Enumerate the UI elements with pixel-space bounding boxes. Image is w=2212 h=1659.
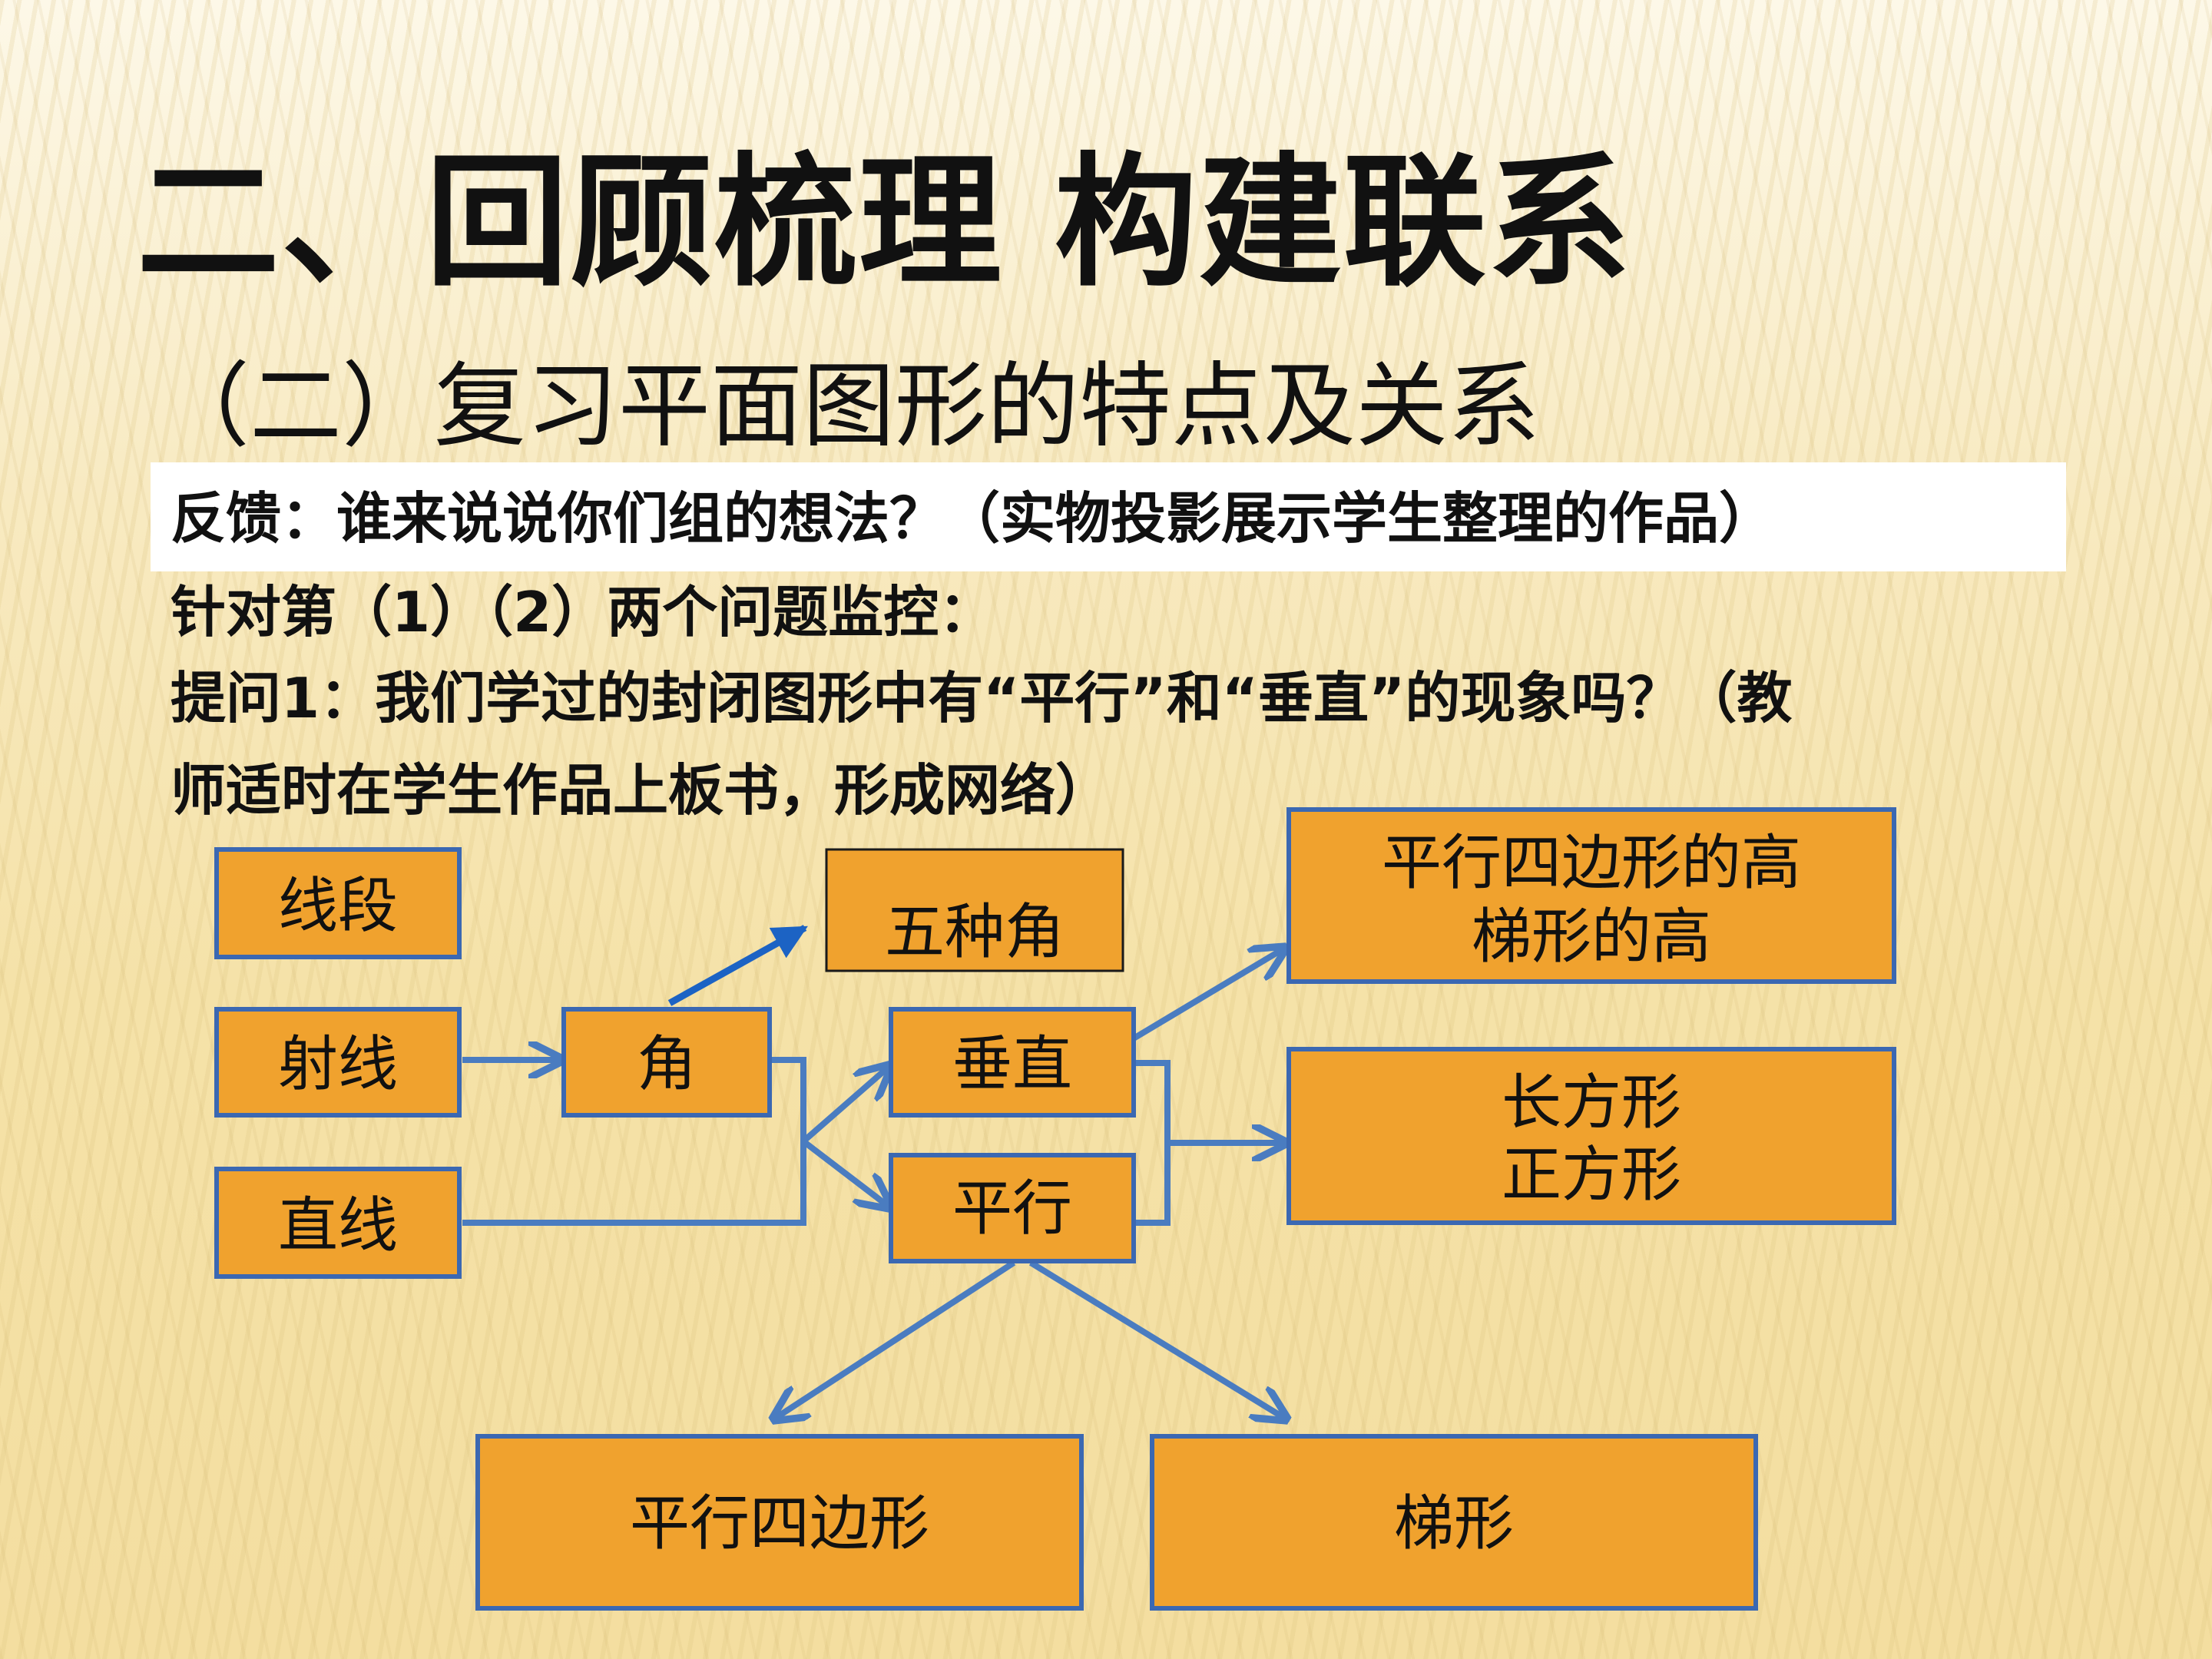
section-subtitle: （二）复习平面图形的特点及关系 xyxy=(157,353,1540,460)
question1-text: 提问1：我们学过的封闭图形中有“平行”和“垂直”的现象吗？（教 xyxy=(171,666,1793,730)
node-ray-label: 射线 xyxy=(278,1030,398,1099)
arrow-parallel-to-parallelogram xyxy=(776,1260,1016,1418)
node-segment-label: 线段 xyxy=(278,872,398,941)
node-heights-label-1: 平行四边形的高 xyxy=(1382,829,1801,898)
node-heights: 平行四边形的高 梯形的高 xyxy=(1286,807,1896,984)
feedback-text: 反馈：谁来说说你们组的想法？（实物投影展示学生整理的作品） xyxy=(171,486,1775,551)
node-perpendicular-label: 垂直 xyxy=(952,1030,1072,1099)
connectors xyxy=(462,925,1284,1418)
arrow-to-parallel xyxy=(801,1138,888,1206)
arrow-angle-to-five-angles xyxy=(667,925,808,1006)
node-heights-label-2: 梯形的高 xyxy=(1472,902,1711,972)
node-parallel: 平行 xyxy=(889,1153,1136,1263)
node-trapezoid-label: 梯形 xyxy=(1394,1489,1514,1558)
node-perpendicular: 垂直 xyxy=(889,1007,1136,1118)
question1-continued-text: 师适时在学生作品上板书，形成网络） xyxy=(171,758,1111,823)
node-parallel-label: 平行 xyxy=(952,1174,1072,1243)
node-rectangles: 长方形 正方形 xyxy=(1286,1047,1896,1225)
node-line: 直线 xyxy=(214,1167,462,1279)
node-five-angles-label: 五种角 xyxy=(885,898,1065,967)
node-parallelogram-label: 平行四边形 xyxy=(630,1489,929,1558)
bracket-perp-parallel xyxy=(1134,1060,1171,1226)
arrow-perpendicular-to-heights xyxy=(1131,949,1283,1041)
node-five-angles: 五种角 xyxy=(825,848,1124,972)
arrow-parallel-to-trapezoid xyxy=(1028,1260,1284,1418)
node-angle: 角 xyxy=(561,1007,772,1118)
node-angle-label: 角 xyxy=(637,1030,697,1099)
feedback-highlight xyxy=(151,462,2066,571)
node-rectangles-label-2: 正方形 xyxy=(1502,1141,1681,1210)
slide-title: 二、回顾梳理 构建联系 xyxy=(137,139,1632,306)
node-segment: 线段 xyxy=(214,847,462,959)
node-rectangles-label-1: 长方形 xyxy=(1502,1068,1681,1137)
node-ray: 射线 xyxy=(214,1007,462,1118)
monitor-text: 针对第（1）（2）两个问题监控： xyxy=(171,580,995,644)
node-line-label: 直线 xyxy=(278,1191,398,1260)
arrow-to-perpendicular xyxy=(801,1068,888,1144)
node-parallelogram: 平行四边形 xyxy=(475,1434,1084,1611)
node-trapezoid: 梯形 xyxy=(1150,1434,1758,1611)
